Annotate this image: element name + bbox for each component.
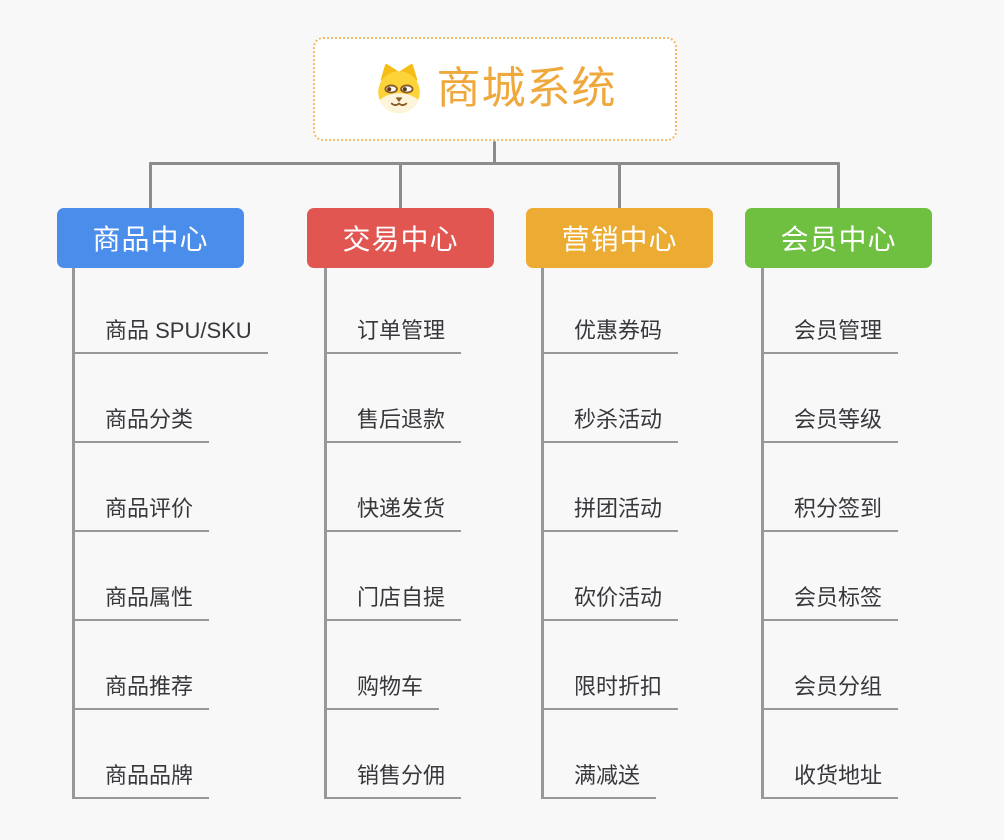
leaf-node[interactable]: 商品 SPU/SKU: [72, 265, 268, 354]
leaf-label: 秒杀活动: [541, 402, 679, 443]
connector-root-drop: [493, 141, 496, 164]
leaf-node[interactable]: 会员等级: [761, 354, 899, 443]
leaf-label: 订单管理: [324, 313, 462, 354]
leaf-label: 商品品牌: [72, 758, 210, 799]
connector-drop-marketing: [618, 162, 621, 209]
leaf-label: 限时折扣: [541, 669, 679, 710]
branch-trade-center: 交易中心 订单管理 售后退款 快递发货 门店自提 购物车 销售分佣: [307, 208, 567, 808]
connector-drop-product: [149, 162, 152, 209]
leaf-label: 满减送: [541, 758, 657, 799]
leaf-label: 收货地址: [761, 758, 899, 799]
leaf-label: 会员标签: [761, 580, 899, 621]
leaf-node[interactable]: 会员分组: [761, 621, 899, 710]
leaf-label: 商品属性: [72, 580, 210, 621]
leaf-label: 商品评价: [72, 491, 210, 532]
leaf-node[interactable]: 会员标签: [761, 532, 899, 621]
leaf-label: 砍价活动: [541, 580, 679, 621]
leaf-label: 购物车: [324, 669, 440, 710]
leaf-label: 拼团活动: [541, 491, 679, 532]
branch-trunk-line: [72, 268, 75, 799]
leaf-label: 会员管理: [761, 313, 899, 354]
leaf-node[interactable]: 商品属性: [72, 532, 268, 621]
leaf-node[interactable]: 收货地址: [761, 710, 899, 799]
leaf-label: 快递发货: [324, 491, 462, 532]
leaf-label: 门店自提: [324, 580, 462, 621]
leaf-label: 商品分类: [72, 402, 210, 443]
leaf-node[interactable]: 会员管理: [761, 265, 899, 354]
branch-marketing-center: 营销中心 优惠券码 秒杀活动 拼团活动 砍价活动 限时折扣 满减送: [526, 208, 786, 808]
branch-node-trade-center[interactable]: 交易中心: [307, 208, 494, 268]
connector-drop-trade: [399, 162, 402, 209]
leaf-node[interactable]: 秒杀活动: [541, 354, 679, 443]
branch-trunk-line: [541, 268, 544, 799]
leaf-node[interactable]: 满减送: [541, 710, 678, 799]
leaf-label: 商品推荐: [72, 669, 210, 710]
leaf-node[interactable]: 商品品牌: [72, 710, 268, 799]
root-node[interactable]: 商城系统: [313, 37, 677, 141]
connector-bus: [149, 162, 840, 165]
branch-product-center: 商品中心 商品 SPU/SKU 商品分类 商品评价 商品属性 商品推荐 商品品牌: [57, 208, 317, 808]
leaf-node[interactable]: 砍价活动: [541, 532, 679, 621]
branch-node-marketing-center[interactable]: 营销中心: [526, 208, 713, 268]
leaf-label: 销售分佣: [324, 758, 462, 799]
root-title: 商城系统: [436, 64, 617, 113]
leaf-label: 会员等级: [761, 402, 899, 443]
leaf-node[interactable]: 积分签到: [761, 443, 899, 532]
branch-node-product-center[interactable]: 商品中心: [57, 208, 244, 268]
leaf-node[interactable]: 商品分类: [72, 354, 268, 443]
shiba-dog-icon: [377, 64, 420, 113]
leaf-node[interactable]: 优惠券码: [541, 265, 679, 354]
leaf-node[interactable]: 售后退款: [324, 354, 462, 443]
leaf-node[interactable]: 快递发货: [324, 443, 462, 532]
branch-node-member-center[interactable]: 会员中心: [745, 208, 932, 268]
branch-trunk-line: [761, 268, 764, 799]
leaf-label: 优惠券码: [541, 313, 679, 354]
branch-member-center: 会员中心 会员管理 会员等级 积分签到 会员标签 会员分组 收货地址: [745, 208, 1004, 808]
leaf-node[interactable]: 门店自提: [324, 532, 462, 621]
leaf-label: 会员分组: [761, 669, 899, 710]
leaf-node[interactable]: 销售分佣: [324, 710, 462, 799]
leaf-label: 积分签到: [761, 491, 899, 532]
leaf-label: 商品 SPU/SKU: [72, 313, 268, 354]
leaf-node[interactable]: 商品评价: [72, 443, 268, 532]
branch-trunk-line: [324, 268, 327, 799]
leaf-node[interactable]: 订单管理: [324, 265, 462, 354]
connector-drop-member: [837, 162, 840, 209]
leaf-label: 售后退款: [324, 402, 462, 443]
leaf-node[interactable]: 限时折扣: [541, 621, 679, 710]
leaf-node[interactable]: 购物车: [324, 621, 461, 710]
leaf-node[interactable]: 商品推荐: [72, 621, 268, 710]
leaf-node[interactable]: 拼团活动: [541, 443, 679, 532]
